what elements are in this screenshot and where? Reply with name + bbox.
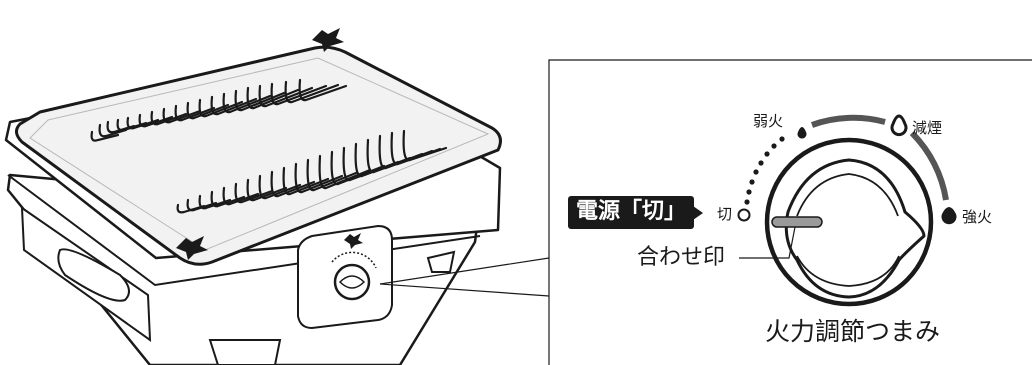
mini-knob [333,263,371,301]
callout-leader-bottom [379,283,550,297]
grill-foot-right [426,250,456,273]
brand-logo [176,28,344,260]
scale-arc-weak-to-smoke [810,114,886,128]
mini-knob-grip [338,275,366,289]
knob-caption: 火力調節つまみ [765,317,941,346]
strong-heat-drop-icon [941,207,957,225]
grill-illustration [4,28,502,365]
power-off-badge: 電源「切」 [568,196,704,229]
grill-plate-inner-edge [29,57,490,251]
off-marker-icon [737,208,751,222]
smoke-reduction-label: 減煙 [912,119,943,137]
grill-foot-front [208,339,282,365]
weak-heat-label: 弱火 [753,112,784,130]
knob-grip [784,158,926,299]
grill-slots-lower [176,129,448,214]
alignment-mark-indicator [771,216,823,228]
callout-frame [548,59,1032,365]
weak-heat-drop-icon [797,127,807,139]
dotted-scale [744,136,785,205]
grill-slots-upper [90,78,348,142]
knob-detail [737,114,957,307]
zoom-callout [379,59,1032,365]
scale-arc-smoke-to-strong [909,130,949,201]
alignment-mark-label: 合わせ印 [637,245,726,270]
mini-logo [344,233,363,249]
alignment-mark-leader [739,226,796,259]
grill-handle-slot [57,248,130,302]
grill-plate [15,45,502,266]
strong-heat-label: 強火 [962,208,993,226]
smoke-reduction-drop-icon [890,114,908,137]
knob-grip-inner [796,173,900,287]
off-label: 切 [717,205,733,223]
callout-leader-top [379,257,550,285]
